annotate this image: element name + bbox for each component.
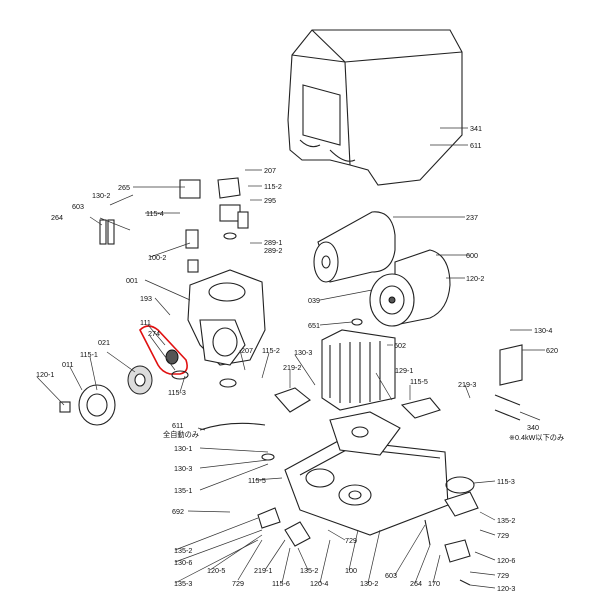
label-729b: 729 [497, 531, 509, 540]
label-602: 602 [394, 341, 406, 350]
check-valve-part [179, 179, 201, 273]
label-129-1: 129-1 [395, 366, 413, 375]
label-130-6: 130-6 [174, 558, 192, 567]
label-115-3b: 115-3 [497, 477, 515, 486]
label-130-4: 130-4 [534, 326, 552, 335]
label-135-3: 135-3 [174, 579, 192, 588]
base-casing-part [284, 411, 449, 536]
label-729: 729 [345, 536, 357, 545]
label-120-6: 120-6 [497, 556, 515, 565]
label-193: 193 [140, 294, 152, 303]
label-135-2: 135-2 [174, 546, 192, 555]
label-130-1: 130-1 [174, 444, 192, 453]
heat-exchanger-part [321, 329, 396, 411]
label-692: 692 [172, 507, 184, 516]
label-011: 011 [62, 360, 73, 369]
label-651: 651 [308, 321, 320, 330]
label-264: 264 [51, 213, 63, 222]
motor-part [369, 249, 451, 327]
label-603: 603 [72, 202, 84, 211]
label-115-4: 115-4 [146, 209, 164, 218]
label-620: 620 [546, 346, 558, 355]
label-219-2: 219-2 [283, 363, 301, 372]
label-120-4: 120-4 [310, 579, 328, 588]
label-340-note: ※0.4kW以下のみ [509, 433, 564, 442]
label-170: 170 [428, 579, 440, 588]
label-130-2: 130-2 [92, 191, 110, 200]
label-729d: 729 [497, 571, 509, 580]
label-039: 039 [308, 296, 320, 305]
label-611b: 611 [172, 421, 183, 430]
label-120-3: 120-3 [497, 584, 515, 593]
pump-casing-part [187, 269, 266, 366]
label-729c: 729 [232, 579, 244, 588]
label-600: 600 [466, 251, 478, 260]
label-207b: 207 [241, 346, 253, 355]
label-120-1: 120-1 [36, 370, 54, 379]
label-111: 111 [140, 318, 151, 327]
label-264b: 264 [410, 579, 422, 588]
label-237: 237 [466, 213, 478, 222]
pump-cover-part [287, 29, 463, 186]
impeller-part [127, 365, 153, 395]
small-parts [99, 219, 523, 586]
label-120-5: 120-5 [207, 566, 225, 575]
label-115-5: 115-5 [410, 377, 428, 386]
label-603b: 603 [385, 571, 397, 580]
label-289-2: 289-2 [264, 246, 282, 255]
front-casing-part [59, 384, 116, 426]
label-115-1: 115-1 [80, 350, 98, 359]
label-115-2: 115-2 [264, 182, 282, 191]
label-265: 265 [118, 183, 130, 192]
label-100-2: 100-2 [148, 253, 166, 262]
leader-lines [36, 127, 545, 589]
label-611-note: 全自動のみ [163, 430, 199, 439]
top-fitting-part [217, 177, 249, 240]
label-611: 611 [470, 141, 481, 150]
label-135-2c: 135-2 [300, 566, 318, 575]
label-289-1: 289-1 [264, 238, 282, 247]
label-340: 340 [527, 423, 539, 432]
part-labels: 341 611 207 115-2 265 130-2 115-4 295 23… [36, 124, 564, 593]
label-135-2b: 135-2 [497, 516, 515, 525]
label-207: 207 [264, 166, 276, 175]
highlighted-part-111 [139, 325, 188, 375]
label-130-3: 130-3 [294, 348, 312, 357]
label-115-2b: 115-2 [262, 346, 280, 355]
label-115-6: 115-6 [272, 579, 290, 588]
label-274: 274 [148, 329, 160, 338]
label-120-2: 120-2 [466, 274, 484, 283]
label-219-3: 219-3 [458, 380, 476, 389]
label-295: 295 [264, 196, 276, 205]
label-135-1: 135-1 [174, 486, 192, 495]
label-115-5b: 115-5 [248, 476, 266, 485]
highlight-outline [139, 325, 188, 375]
label-130-2b: 130-2 [360, 579, 378, 588]
label-130-3b: 130-3 [174, 464, 192, 473]
label-021: 021 [98, 338, 110, 347]
label-115-3: 115-3 [168, 388, 186, 397]
label-219-1: 219-1 [254, 566, 272, 575]
label-341: 341 [470, 124, 482, 133]
pressure-tank-part [313, 211, 396, 283]
label-100: 100 [345, 566, 357, 575]
label-001: 001 [126, 276, 138, 285]
